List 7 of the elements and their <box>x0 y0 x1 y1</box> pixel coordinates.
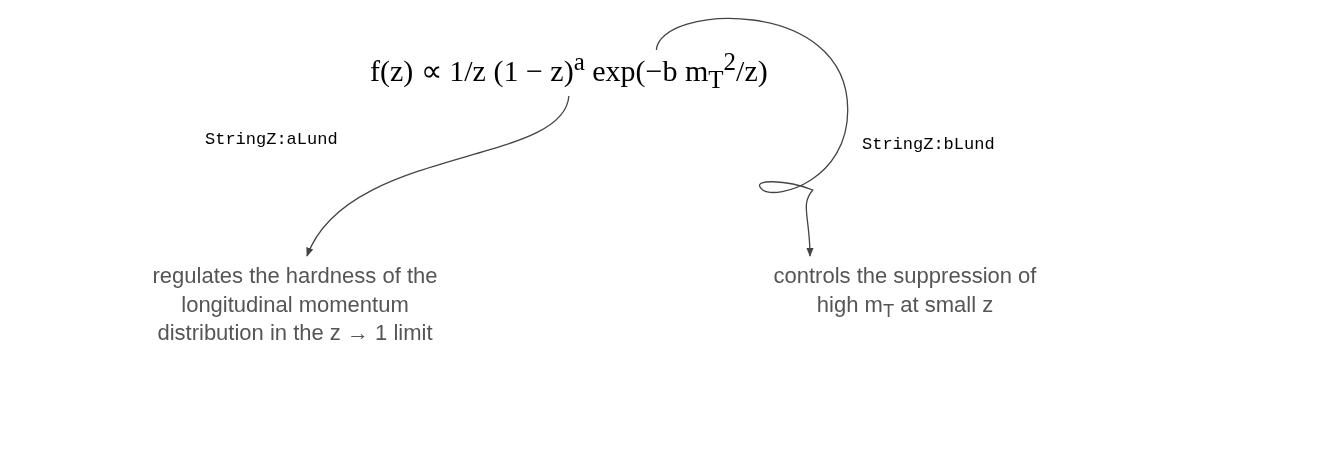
arrow <box>306 95 570 257</box>
edge-label: StringZ:aLund <box>205 130 338 149</box>
annotation-text: controls the suppression of high m$_{T}$ at small z <box>770 262 1040 323</box>
edge-label: StringZ:bLund <box>862 135 995 154</box>
annotation-text: regulates the hardness of the longitudinal momentum distribution in the z → 1 limit <box>135 262 455 348</box>
arrow <box>655 17 849 257</box>
formula: f(z) ∝ 1/z (1 − z)$^{a}$ exp(−b m$_{T}$$^{2}$/z) <box>370 48 768 94</box>
